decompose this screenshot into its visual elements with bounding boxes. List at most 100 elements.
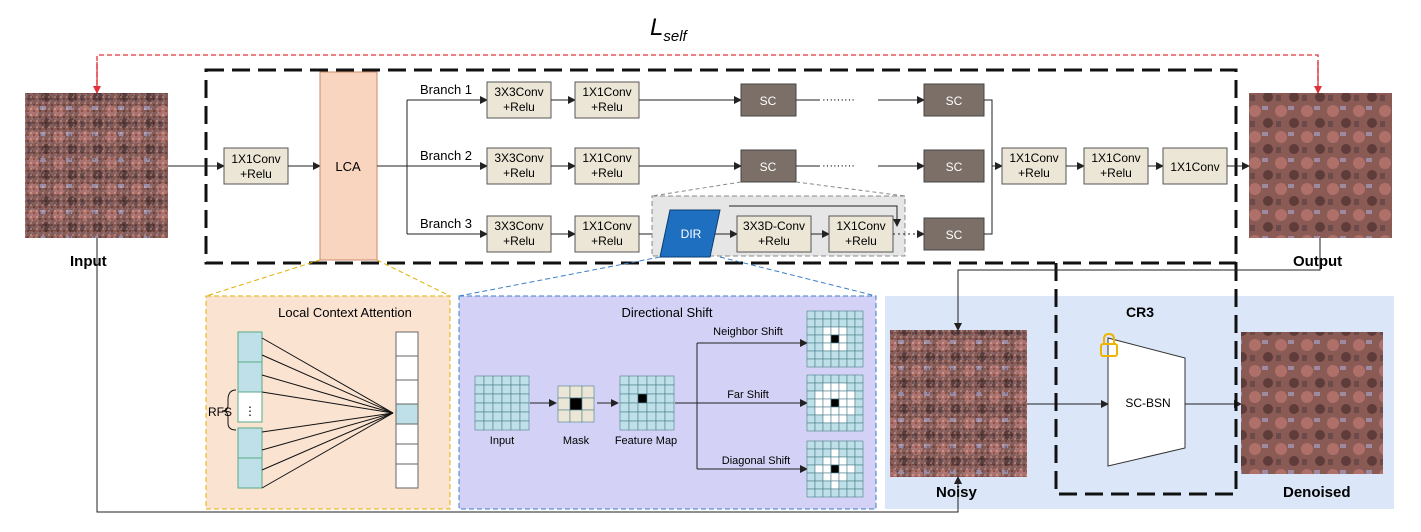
grid-cell: [830, 318, 840, 328]
lock-icon: [1100, 332, 1118, 357]
grid-cell: [806, 382, 816, 392]
post-conv-1: 1X1Conv +Relu: [1001, 147, 1067, 185]
grid-cell: [474, 402, 485, 413]
branch-3-conv3: [486, 215, 552, 253]
grid-cell: [814, 318, 824, 328]
svg-text:+Relu: +Relu: [591, 100, 623, 114]
svg-text:Branch 2: Branch 2: [420, 148, 472, 163]
grid-cell: [646, 393, 657, 404]
svg-text:DIR: DIR: [681, 227, 702, 241]
grid-cell: [519, 393, 530, 404]
grid-cell: [492, 402, 503, 413]
grid-cell: [519, 420, 530, 431]
grid-cell: [483, 375, 494, 386]
grid-cell: [854, 326, 864, 336]
grid-cell: [854, 390, 864, 400]
branch-2: Branch 2 3X3Conv +Relu 1X1Conv +Relu SC …: [407, 147, 985, 185]
grid-cell: [838, 382, 848, 392]
svg-text:1X1Conv: 1X1Conv: [582, 219, 631, 233]
grid-cell: [822, 398, 832, 408]
branch-1: Branch 1 3X3Conv +Relu 1X1Conv +Relu SC …: [407, 81, 985, 119]
grid-cell: [806, 456, 816, 466]
grid-cell: [806, 448, 816, 458]
branch-2-conv3: [486, 147, 552, 185]
grid-cell: [854, 350, 864, 360]
self-loss: Lself: [93, 14, 1322, 94]
grid-cell: [806, 488, 816, 498]
branch-2-sc-end: [923, 149, 985, 183]
grid-cell: [854, 414, 864, 424]
grid-cell: [492, 420, 503, 431]
grid-cell: [814, 464, 824, 474]
grid-cell: [854, 472, 864, 482]
grid-cell: [628, 411, 639, 422]
grid-cell: [854, 310, 864, 320]
svg-text:+Relu: +Relu: [845, 234, 877, 248]
svg-text:+Relu: +Relu: [503, 234, 535, 248]
shift-input-grid: [474, 375, 530, 431]
grid-cell: [846, 334, 856, 344]
grid-cell: [501, 393, 512, 404]
grid-cell: [806, 406, 816, 416]
grid-cell: [822, 464, 832, 474]
grid-cell: [806, 318, 816, 328]
svg-text:Branch 3: Branch 3: [420, 216, 472, 231]
grid-cell: [655, 411, 666, 422]
grid-cell: [838, 406, 848, 416]
grid-cell: [664, 411, 675, 422]
grid-cell: [806, 342, 816, 352]
grid-cell: [830, 334, 840, 344]
grid-cell: [838, 310, 848, 320]
svg-text:+Relu: +Relu: [591, 166, 623, 180]
grid-cell: [510, 411, 521, 422]
grid-cell: [838, 326, 848, 336]
grid-cell: [854, 422, 864, 432]
grid-cell: [646, 420, 657, 431]
grid-cell: [664, 393, 675, 404]
grid-cell: [838, 398, 848, 408]
grid-cell: [501, 420, 512, 431]
grid-cell: [846, 406, 856, 416]
grid-cell: [806, 414, 816, 424]
grid-cell: [854, 488, 864, 498]
grid-cell: [846, 326, 856, 336]
grid-cell: [838, 350, 848, 360]
grid-cell: [830, 390, 840, 400]
grid-cell: [854, 406, 864, 416]
grid-cell: [830, 310, 840, 320]
input-to-noisy-arrow: [96, 238, 962, 513]
grid-cell: [483, 402, 494, 413]
grid-cell: [822, 318, 832, 328]
grid-cell: [581, 385, 595, 399]
grid-cell: [519, 384, 530, 395]
grid-cell: [846, 342, 856, 352]
grid-cell: [619, 411, 630, 422]
grid-cell: [806, 358, 816, 368]
grid-cell: [814, 326, 824, 336]
svg-text:·········: ·········: [822, 160, 855, 172]
grid-cell: [806, 390, 816, 400]
svg-text:+Relu: +Relu: [1018, 166, 1050, 180]
grid-cell: [557, 397, 571, 411]
shift-feature-grid: [619, 375, 675, 431]
grid-cell: [637, 402, 648, 413]
grid-cell: [806, 326, 816, 336]
grid-cell: [822, 448, 832, 458]
cr3-panel: CR3 Noisy SC-BSN Denoised: [885, 296, 1394, 509]
far-shift-grid: [806, 374, 864, 432]
grid-cell: [581, 409, 595, 423]
grid-cell: [830, 422, 840, 432]
grid-cell: [519, 402, 530, 413]
grid-cell: [664, 384, 675, 395]
svg-text:1X1Conv: 1X1Conv: [1009, 151, 1058, 165]
grid-cell: [822, 480, 832, 490]
grid-cell: [637, 384, 648, 395]
grid-cell: [822, 440, 832, 450]
grid-cell: [501, 375, 512, 386]
svg-text:⋮: ⋮: [244, 404, 256, 418]
post-conv-2: 1X1Conv +Relu: [1083, 147, 1149, 185]
svg-text:LCA: LCA: [335, 159, 361, 174]
branch-3-conv1: [574, 215, 640, 253]
grid-cell: [619, 420, 630, 431]
shift-mask-grid: [557, 385, 595, 423]
